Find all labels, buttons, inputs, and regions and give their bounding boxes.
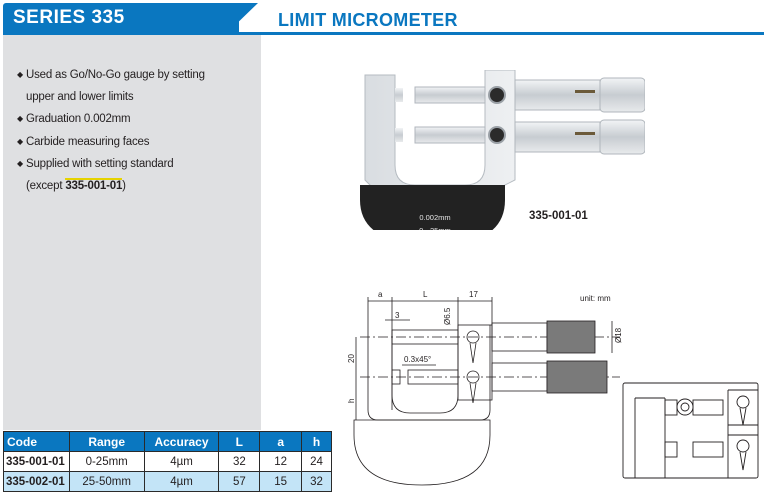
bullet-icon: ◆ [17,114,23,123]
column-header-code: Code [3,431,70,452]
cell-h: 24 [301,451,332,472]
cell-h: 32 [301,471,332,492]
technical-drawing-front: a L 17 3 Ø6.5 0.3x45° 20 h Ø18 [347,290,623,486]
product-photo: 0.002mm 0 - 25mm [360,70,645,230]
cell-range: 0-25mm [68,451,145,472]
dim-17: 17 [469,290,478,299]
table-row: 335-001-01 0-25mm 4µm 32 12 24 [3,451,332,472]
feature-item-continuation: upper and lower limits [26,90,134,103]
dim-d6-5: Ø6.5 [443,307,452,325]
bullet-icon: ◆ [17,159,23,168]
feature-item: ◆Graduation 0.002mm [17,108,205,131]
column-header-range: Range [68,431,145,452]
bullet-icon: ◆ [17,136,23,146]
cell-a: 12 [259,451,303,472]
dim-20: 20 [347,354,356,363]
table-header-row: Code Range Accuracy L a h [3,431,332,452]
series-tab [3,3,239,34]
bullet-icon: ◆ [17,70,23,79]
cell-code: 335-002-01 [3,471,70,492]
photo-code-label: 335-001-01 [529,210,588,222]
technical-drawing-side [622,382,759,479]
cell-a: 15 [259,471,303,492]
cell-accuracy: 4µm [143,451,220,472]
dim-chamfer: 0.3x45° [404,355,431,364]
header-divider [3,32,764,35]
column-header-a: a [259,431,303,452]
dim-h: h [347,399,356,403]
feature-list: ◆Used as Go/No-Go gauge by setting upper… [17,64,205,197]
dim-a: a [378,290,383,299]
cell-range: 25-50mm [68,471,145,492]
frame-range-text: 0 - 25mm [419,226,451,230]
series-label: SERIES 335 [13,7,125,28]
column-header-h: h [301,431,332,452]
feature-item: ◆Carbide measuring faces [17,131,205,154]
dim-3: 3 [395,311,400,320]
dim-L: L [423,290,428,299]
feature-panel: ◆Used as Go/No-Go gauge by setting upper… [3,35,261,430]
excepted-code: 335-001-01 [65,177,123,192]
page-title: LIMIT MICROMETER [278,10,458,30]
cell-accuracy: 4µm [143,471,220,492]
feature-item-continuation: (except 335-001-01) [26,177,126,192]
table-row: 335-002-01 25-50mm 4µm 57 15 32 [3,471,332,492]
cell-L: 32 [218,451,261,472]
cell-L: 57 [218,471,261,492]
cell-code: 335-001-01 [3,451,70,472]
frame-graduation-text: 0.002mm [419,213,450,222]
column-header-accuracy: Accuracy [143,431,220,452]
feature-item: ◆Used as Go/No-Go gauge by setting [17,64,205,87]
column-header-L: L [218,431,261,452]
unit-label: unit: mm [580,294,611,303]
dim-d18: Ø18 [614,327,623,343]
spec-table: Code Range Accuracy L a h 335-001-01 0-2… [3,431,332,492]
series-tab-slant [226,3,258,34]
feature-item: ◆Supplied with setting standard [17,153,205,176]
